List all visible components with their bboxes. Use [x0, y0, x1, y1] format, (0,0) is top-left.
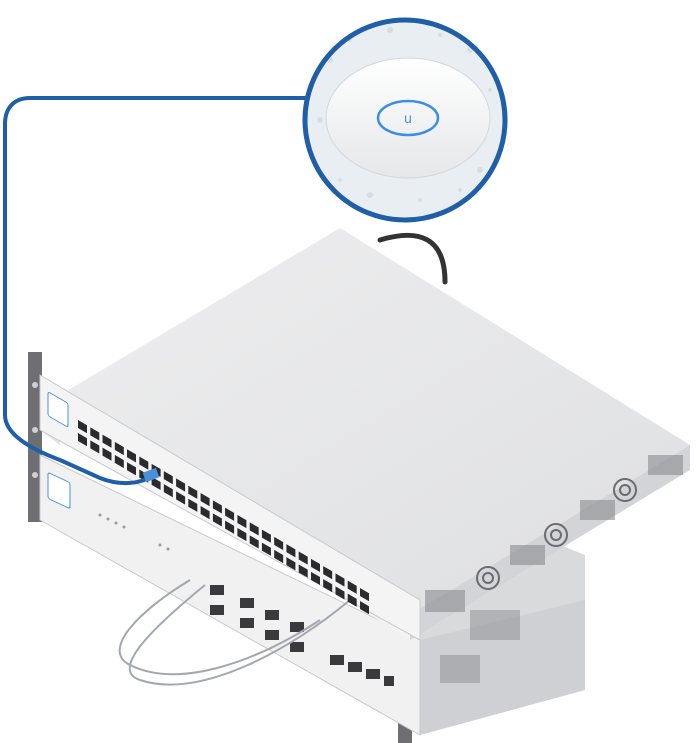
rj45-port — [176, 478, 186, 492]
rj45-port — [200, 493, 210, 507]
power-cable — [377, 232, 448, 285]
rj45-port — [102, 447, 112, 461]
top-switch-logo-icon — [47, 391, 69, 427]
rj45-port — [225, 520, 235, 534]
rj45-port — [151, 476, 161, 491]
rj45-port — [212, 513, 222, 527]
rj45-port — [249, 535, 259, 549]
access-point-icon — [325, 57, 491, 179]
rj45-port — [298, 564, 308, 578]
rj45-port — [237, 527, 247, 542]
rj45-port — [323, 566, 333, 580]
rj45-port — [347, 580, 357, 594]
rj45-port — [127, 462, 136, 476]
rj45-port — [78, 433, 87, 447]
rj45-port — [298, 551, 308, 565]
rj45-port — [311, 558, 320, 573]
rj45-port — [311, 571, 320, 586]
rj45-port — [114, 454, 124, 469]
ethernet-cable — [2, 96, 308, 485]
access-point-logo: u — [404, 112, 412, 127]
rj45-port — [200, 506, 210, 520]
top-switch — [39, 228, 690, 641]
rj45-port — [90, 440, 100, 454]
rj45-port — [225, 507, 235, 521]
rj45-port — [261, 542, 271, 556]
rj45-port — [335, 573, 345, 587]
rj45-port — [90, 427, 100, 441]
rj45-port — [114, 441, 124, 456]
rj45-ports — [78, 420, 369, 615]
rj45-port — [78, 420, 87, 434]
rj45-port — [176, 491, 186, 505]
rj45-port — [127, 449, 136, 463]
rj45-port — [188, 485, 198, 499]
fiber-cables — [118, 579, 351, 686]
rj45-port — [274, 549, 284, 564]
top-switch-vents — [425, 455, 683, 612]
rj45-port — [261, 529, 271, 543]
rj45-port — [139, 456, 149, 470]
rj45-port — [286, 544, 296, 558]
ethernet-plug — [142, 467, 160, 483]
rj45-port — [163, 471, 173, 485]
rj45-port — [360, 588, 369, 602]
access-point-callout: u — [302, 17, 508, 223]
rj45-port — [274, 536, 284, 551]
rj45-port — [323, 579, 333, 593]
rj45-port — [360, 601, 369, 615]
rj45-port — [347, 593, 357, 607]
bottom-switch-logo-icon — [47, 472, 71, 509]
rj45-port — [188, 498, 198, 512]
rj45-port — [249, 522, 259, 536]
rj45-port — [335, 586, 345, 600]
rj45-port — [237, 514, 247, 529]
rj45-port — [286, 557, 296, 571]
rj45-port — [163, 484, 173, 498]
sfp-ports — [210, 585, 394, 686]
bottom-switch-vents — [440, 610, 520, 683]
rj45-port — [212, 500, 222, 514]
top-switch-fans — [476, 478, 637, 590]
rj45-port — [102, 434, 112, 448]
